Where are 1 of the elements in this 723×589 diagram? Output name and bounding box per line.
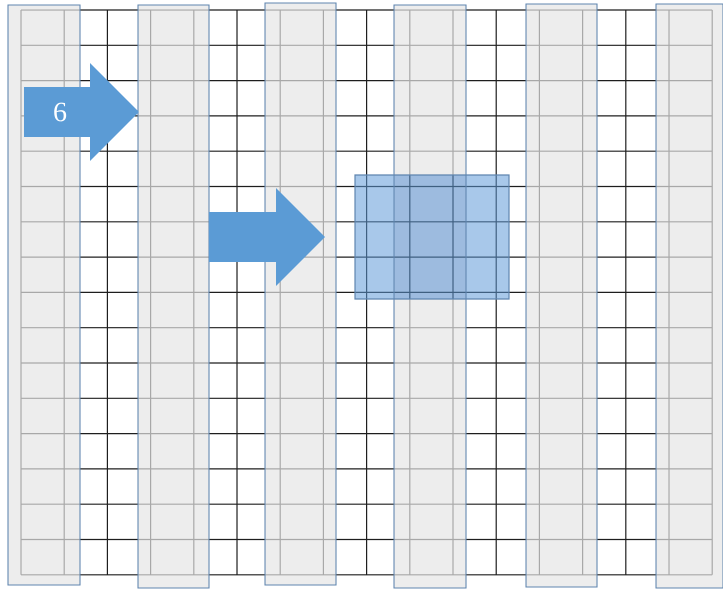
block-arrow xyxy=(209,188,325,286)
